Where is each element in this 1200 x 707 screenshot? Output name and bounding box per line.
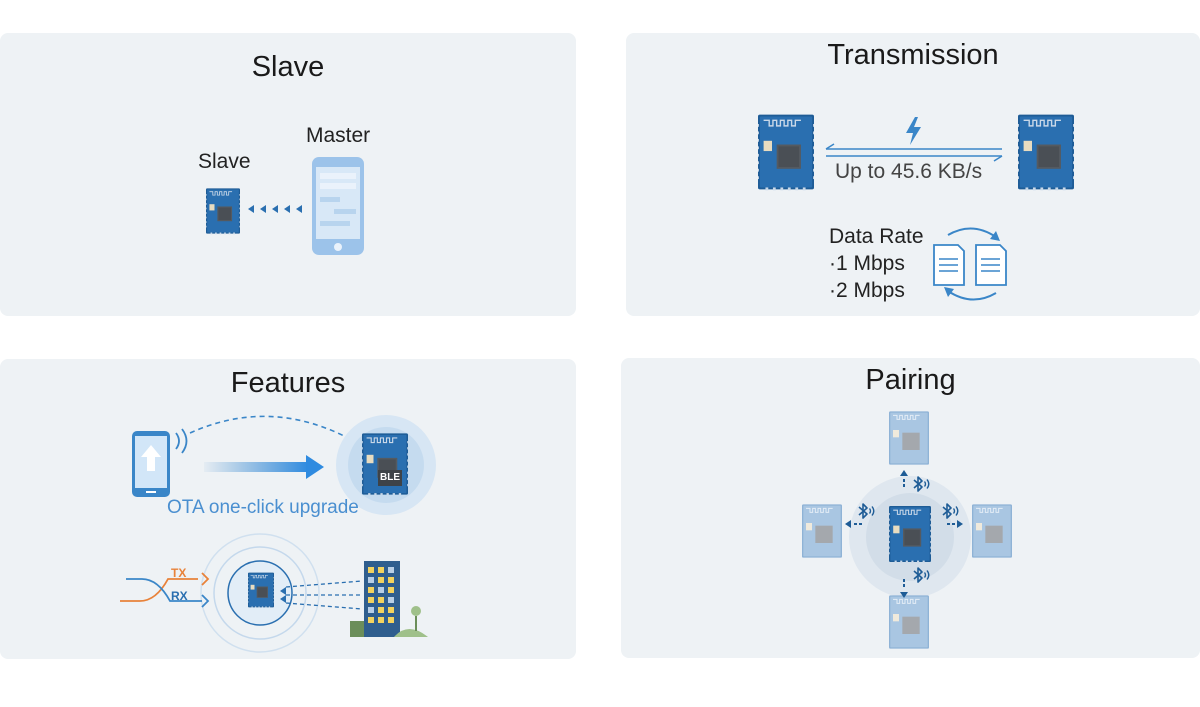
slave-label: Slave <box>198 150 251 173</box>
rate-2mbps: ·2 Mbps <box>829 279 905 302</box>
tx-label: TX <box>171 566 187 580</box>
panel-title: Features <box>230 367 346 399</box>
phone-icon <box>312 157 364 255</box>
lightning-icon <box>906 117 921 145</box>
phone-icon <box>132 428 188 497</box>
speed-label: Up to 45.6 KB/s <box>835 160 983 183</box>
ble-module-pale-left <box>802 503 842 559</box>
ble-module-icon <box>206 187 240 235</box>
ble-module-icon <box>248 572 274 609</box>
building-icon <box>350 561 428 637</box>
transfer-arrows <box>825 143 1003 162</box>
ble-module-pale-top <box>889 411 929 465</box>
transmission-panel: Transmission Up to 45.6 KB/s Data Rate ·… <box>626 33 1200 316</box>
arrow-dots <box>248 205 302 213</box>
tx-rx-lines <box>120 572 210 608</box>
document-icon <box>933 227 1007 301</box>
panel-title: Pairing <box>865 364 956 396</box>
panel-title: Transmission <box>827 39 999 71</box>
pairing-arrows <box>845 470 963 598</box>
panel-title: Slave <box>251 51 325 83</box>
ota-label: OTA one-click upgrade <box>167 497 359 518</box>
slave-panel: Slave Master Slave <box>0 33 576 316</box>
data-rate-label: Data Rate <box>829 225 924 248</box>
rx-label: RX <box>171 589 188 603</box>
pairing-panel: Pairing <box>621 358 1200 658</box>
ble-module-icon <box>758 113 814 192</box>
upgrade-arrow <box>204 455 324 479</box>
ble-module-icon <box>1018 113 1074 192</box>
data-dashed-arrows <box>280 580 363 610</box>
features-panel: Features BLE OTA one-click upgrade TX RX <box>0 359 576 659</box>
ble-badge: BLE <box>378 470 402 486</box>
master-label: Master <box>306 124 371 147</box>
rate-1mbps: ·1 Mbps <box>829 252 905 275</box>
